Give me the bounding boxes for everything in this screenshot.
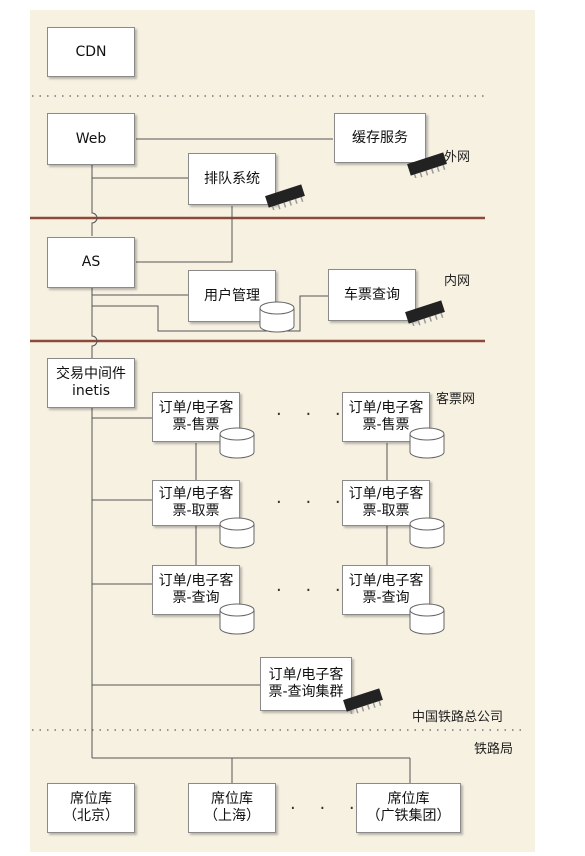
ellipsis-query: · · · — [276, 580, 350, 601]
ellipsis-seats: · · · — [290, 798, 364, 819]
link-web-as — [91, 165, 98, 236]
link-as-ticketquery — [92, 295, 328, 332]
zone-label-bureau: 铁路局 — [474, 742, 514, 757]
server-chip-icon — [407, 152, 447, 178]
cache-service-node: 缓存服务 — [334, 113, 426, 163]
ellipsis-take: · · · — [276, 492, 350, 513]
query-cluster-node: 订单/电子客 票-查询集群 — [260, 657, 352, 711]
as-node: AS — [47, 237, 135, 288]
link-as-middleware — [91, 288, 98, 358]
queue-system-node: 排队系统 — [188, 153, 276, 205]
trade-middleware-node: 交易中间件 inetis — [47, 358, 135, 408]
seat-db-guangtie: 席位库 （广铁集团） — [356, 783, 461, 833]
link-as-bus — [136, 218, 233, 263]
zone-label-internal: 内网 — [444, 274, 471, 289]
ticket-query-node: 车票查询 — [328, 269, 416, 321]
server-chip-icon — [405, 300, 445, 326]
database-cylinder-icon — [259, 301, 295, 333]
zone-label-external: 外网 — [444, 150, 471, 165]
zone-label-ticket-net: 客票网 — [436, 392, 476, 407]
database-cylinder-icon — [409, 427, 445, 459]
take-node-n: 订单/电子客 票-取票 — [342, 480, 430, 526]
database-cylinder-icon — [219, 603, 255, 635]
server-chip-icon — [265, 184, 305, 210]
seat-db-shanghai: 席位库 （上海） — [188, 783, 276, 833]
database-cylinder-icon — [219, 517, 255, 549]
zone-label-hq: 中国铁路总公司 — [412, 710, 504, 725]
seat-db-beijing: 席位库 （北京） — [47, 783, 135, 833]
database-cylinder-icon — [409, 517, 445, 549]
database-cylinder-icon — [409, 603, 445, 635]
web-node: Web — [47, 113, 135, 165]
ellipsis-sell: · · · — [276, 404, 350, 425]
user-management-node: 用户管理 — [188, 270, 276, 322]
server-chip-icon — [343, 688, 383, 714]
take-node-1: 订单/电子客 票-取票 — [152, 480, 240, 526]
cdn-node: CDN — [47, 27, 135, 77]
database-cylinder-icon — [219, 427, 255, 459]
